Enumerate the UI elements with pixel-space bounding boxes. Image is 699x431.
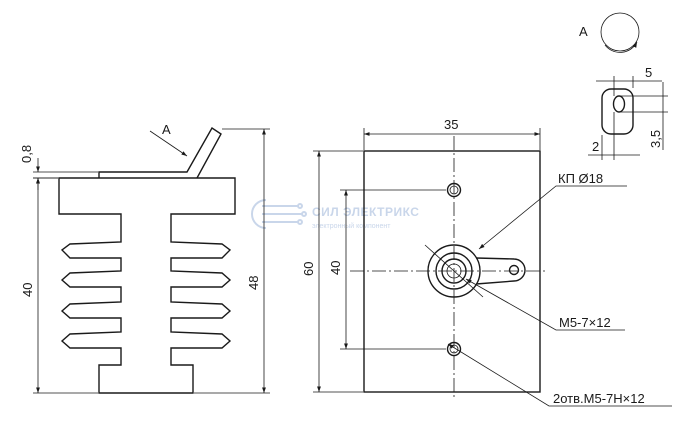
dim-thickness: 0,8: [19, 145, 34, 163]
mount-hole-top: [446, 182, 462, 198]
watermark-logo-icon: [251, 199, 307, 229]
lug-detail-slot: [612, 95, 626, 113]
view-a-label: A: [579, 24, 588, 39]
mount-hole-top-thread: [449, 185, 459, 195]
side-view: A 0,8 40 48: [19, 122, 270, 394]
dim-lug-offset: 2: [592, 139, 599, 154]
dim-total-height: 48: [246, 276, 261, 290]
dim-lug-width: 5: [645, 65, 652, 80]
terminal-bore: [441, 258, 467, 284]
heatsink-profile-outline: [58, 177, 236, 394]
front-view: 35 60 40 КП Ø18 M5-7×12 2отв.M5-7H×12: [301, 117, 672, 407]
terminal-thread: [446, 263, 462, 279]
watermark: СИЛ ЭЛЕКТРИКС электронный компонент: [251, 199, 419, 230]
mounting-plate: [363, 150, 541, 393]
mount-hole-bottom: [446, 341, 462, 357]
dim-lug-slot: 3,5: [648, 130, 663, 148]
watermark-tagline: электронный компонент: [312, 222, 391, 230]
terminal-lug: [475, 257, 526, 285]
watermark-brand: СИЛ ЭЛЕКТРИКС: [312, 205, 419, 219]
dim-hole-spacing: 40: [328, 261, 343, 275]
view-a-arrow-label: A: [162, 122, 171, 137]
terminal-diameter-line: [424, 244, 484, 298]
dim-plate-height: 60: [301, 262, 316, 276]
lug-detail-outline: [601, 88, 634, 135]
view-a-arrow: [149, 130, 188, 157]
mount-holes-leader: [447, 343, 672, 407]
view-a-circle-icon: [600, 12, 640, 52]
terminal-outer: [427, 244, 481, 298]
dim-plate-width: 35: [444, 117, 458, 132]
lug-hole: [508, 264, 520, 276]
callout-mount-holes: 2отв.M5-7H×12: [553, 391, 645, 406]
thread-leader: [465, 278, 625, 331]
mount-hole-bottom-thread: [449, 344, 459, 354]
callout-center-hole: КП Ø18: [558, 171, 603, 186]
view-a-detail: A 5 3,5 2: [579, 12, 668, 160]
dim-fin-height: 40: [20, 283, 35, 297]
contact-strip: [98, 127, 222, 179]
view-a-rotation-arrow: [604, 41, 638, 53]
callout-thread: M5-7×12: [559, 315, 611, 330]
terminal-inner: [435, 252, 473, 290]
center-hole-leader: [478, 185, 627, 250]
